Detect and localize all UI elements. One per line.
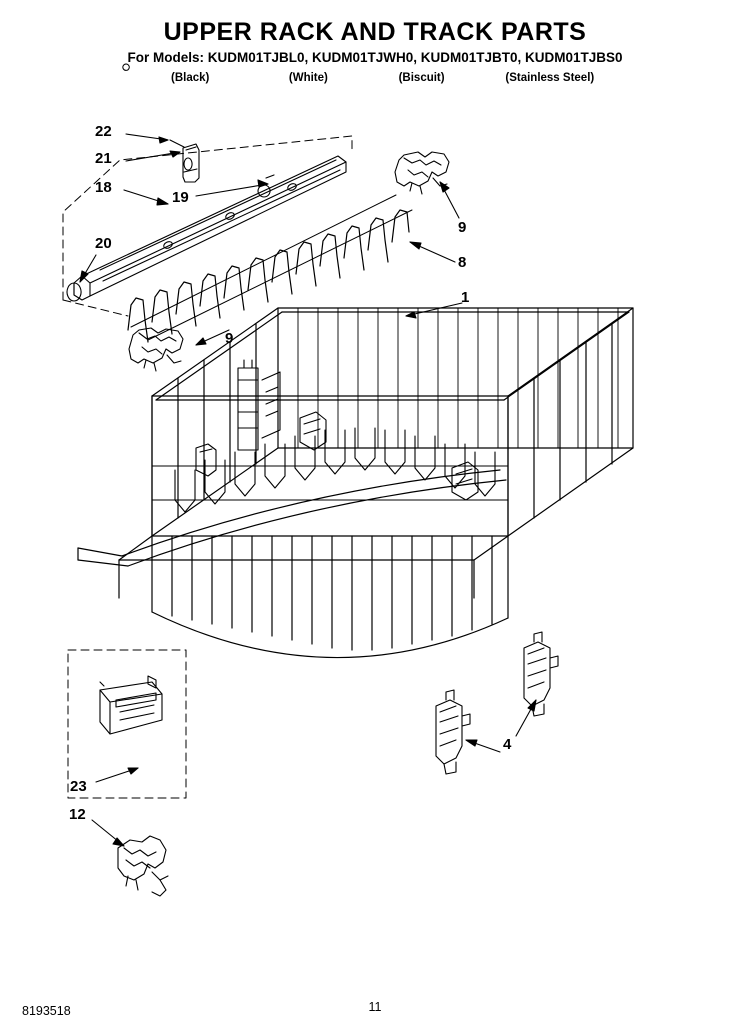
callout-12: 12 — [69, 806, 86, 823]
callout-4: 4 — [503, 736, 512, 753]
callout-18: 18 — [95, 179, 112, 196]
callout-9-lower: 9 — [225, 330, 234, 347]
finish-label-black: (Black) — [171, 72, 210, 84]
callout-20: 20 — [95, 235, 112, 252]
finish-labels: (Black) (White) (Biscuit) (Stainless Ste… — [0, 72, 750, 84]
callout-21: 21 — [95, 150, 112, 167]
finish-label-biscuit: (Biscuit) — [398, 72, 445, 84]
callout-23: 23 — [70, 778, 87, 795]
models-label: For Models: KUDM01TJBL0, KUDM01TJWH0, KU… — [127, 50, 623, 65]
document-part-number: 8193518 — [22, 1004, 71, 1018]
page-title: UPPER RACK AND TRACK PARTS — [163, 18, 587, 46]
callout-9-upper: 9 — [458, 219, 467, 236]
finish-label-white: (White) — [288, 72, 328, 84]
callout-1: 1 — [461, 289, 470, 306]
finish-label-stainless: (Stainless Steel) — [505, 72, 595, 84]
callout-22: 22 — [95, 123, 112, 140]
page-number: 11 — [368, 1000, 382, 1014]
callout-8: 8 — [458, 254, 467, 271]
callout-19: 19 — [172, 189, 189, 206]
